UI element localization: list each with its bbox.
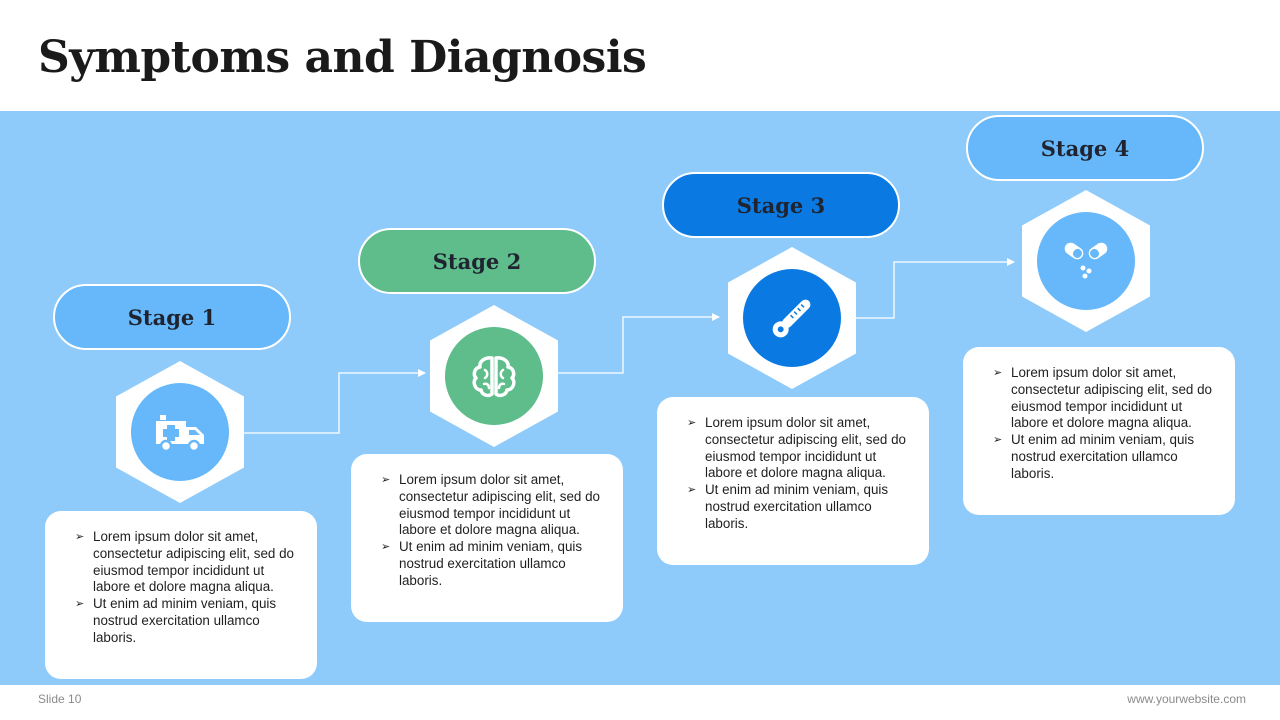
connector-arrow-2-3 <box>558 313 720 374</box>
stage-2-pill: Stage 2 <box>358 228 596 294</box>
connector-arrow-1-2 <box>244 369 426 434</box>
bullet-arrow-icon: ➢ <box>687 484 697 497</box>
stage-1-bullet-2: ➢Ut enim ad minim veniam, quis nostrud e… <box>75 596 277 645</box>
stage-3-bullet-2: ➢Ut enim ad minim veniam, quis nostrud e… <box>687 482 889 531</box>
stage-3-card: ➢Lorem ipsum dolor sit amet, consectetur… <box>657 397 929 565</box>
stage-1-card: ➢Lorem ipsum dolor sit amet, consectetur… <box>45 511 317 679</box>
bullet-arrow-icon: ➢ <box>75 598 85 611</box>
stage-2-card: ➢Lorem ipsum dolor sit amet, consectetur… <box>351 454 623 622</box>
stage-3-icon-circle <box>743 269 841 367</box>
stage-3-pill: Stage 3 <box>662 172 900 238</box>
stage-4-hexagon <box>1022 190 1150 332</box>
stage-1-icon-circle <box>131 383 229 481</box>
stage-1-bullets: ➢Lorem ipsum dolor sit amet, consectetur… <box>75 529 303 647</box>
bullet-arrow-icon: ➢ <box>75 531 85 543</box>
ambulance-icon <box>156 415 204 453</box>
stage-3-bullets: ➢Lorem ipsum dolor sit amet, consectetur… <box>687 415 915 533</box>
stage-4-bullet-2: ➢Ut enim ad minim veniam, quis nostrud e… <box>993 432 1195 481</box>
stage-2-icon-circle <box>445 327 543 425</box>
stage-4-bullet-1: ➢Lorem ipsum dolor sit amet, consectetur… <box>993 365 1212 431</box>
stage-3-bullet-1: ➢Lorem ipsum dolor sit amet, consectetur… <box>687 415 906 481</box>
stage-4-bullets: ➢Lorem ipsum dolor sit amet, consectetur… <box>993 365 1221 483</box>
stage-1-pill: Stage 1 <box>53 284 291 350</box>
website-url: www.yourwebsite.com <box>1127 692 1246 706</box>
stage-2-bullet-2: ➢Ut enim ad minim veniam, quis nostrud e… <box>381 539 583 588</box>
slide-number: Slide 10 <box>38 692 82 706</box>
page-title: Symptoms and Diagnosis <box>38 32 647 83</box>
stage-4-card: ➢Lorem ipsum dolor sit amet, consectetur… <box>963 347 1235 515</box>
stage-4-icon-circle <box>1037 212 1135 310</box>
stage-2-bullet-1: ➢Lorem ipsum dolor sit amet, consectetur… <box>381 472 600 538</box>
stage-2-bullets: ➢Lorem ipsum dolor sit amet, consectetur… <box>381 472 609 590</box>
bullet-arrow-icon: ➢ <box>993 434 1003 447</box>
stage-4-pill: Stage 4 <box>966 115 1204 181</box>
bullet-arrow-icon: ➢ <box>993 367 1003 379</box>
pills-icon <box>1064 242 1108 279</box>
bullet-arrow-icon: ➢ <box>687 417 697 429</box>
stage-1-bullet-1: ➢Lorem ipsum dolor sit amet, consectetur… <box>75 529 294 595</box>
thermometer-icon <box>772 299 811 338</box>
bullet-arrow-icon: ➢ <box>381 541 391 554</box>
brain-icon <box>472 356 516 398</box>
bullet-arrow-icon: ➢ <box>381 474 391 486</box>
connector-arrow-3-4 <box>856 258 1015 319</box>
